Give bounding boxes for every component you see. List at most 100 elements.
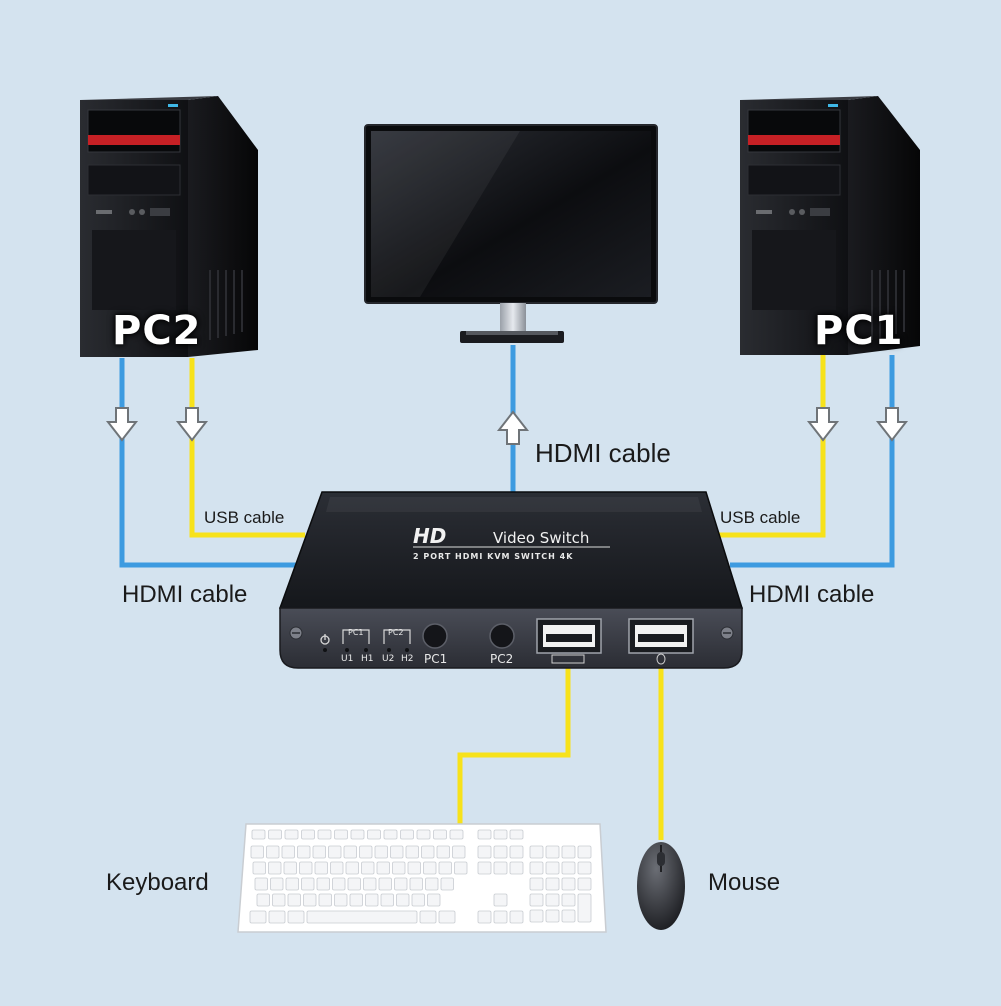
keyboard-key (359, 845, 373, 859)
keyboard-key (334, 829, 348, 840)
pc2-select-button[interactable] (489, 623, 515, 649)
keyboard (237, 823, 607, 933)
keyboard-key (367, 829, 381, 840)
keyboard-key (545, 893, 560, 907)
keyboard-key (376, 861, 390, 875)
keyboard-key (283, 861, 297, 875)
button-label-pc1: PC1 (424, 652, 447, 666)
arrow-up-icon (496, 410, 530, 445)
led-label-h2: H2 (401, 654, 414, 664)
keyboard-key (509, 845, 524, 859)
keyboard-key (316, 877, 330, 891)
keyboard-key (330, 861, 344, 875)
keyboard-key (529, 909, 544, 923)
keyboard-key (392, 861, 406, 875)
arrow-down-icon (806, 407, 840, 442)
button-label-pc2: PC2 (490, 652, 513, 666)
hdmi-cable-right-label: HDMI cable (749, 581, 875, 608)
switch-brand-hd: HD (413, 524, 446, 548)
switch-brand-title: Video Switch (493, 529, 589, 547)
keyboard-key (436, 845, 450, 859)
keyboard-key (281, 845, 295, 859)
keyboard-key (438, 910, 456, 924)
led-group-label-pc1: PC1 (348, 628, 364, 637)
keyboard-key (334, 893, 348, 907)
flow-arrows (105, 407, 909, 445)
keyboard-key (270, 877, 284, 891)
usb-cable-keyboard (457, 668, 571, 828)
keyboard-key (266, 845, 280, 859)
keyboard-key (345, 861, 359, 875)
keyboard-key (301, 877, 315, 891)
keyboard-key (284, 829, 299, 840)
keyboard-key (303, 893, 317, 907)
keyboard-key (561, 845, 576, 859)
keyboard-key (287, 893, 301, 907)
keyboard-key (421, 845, 435, 859)
keyboard-key (493, 893, 508, 907)
keyboard-key (425, 877, 439, 891)
keyboard-key (374, 845, 388, 859)
keyboard-key (396, 893, 410, 907)
pc1-label: PC1 (814, 308, 904, 354)
keyboard-key (400, 829, 414, 840)
monitor (364, 124, 658, 343)
switch-subtitle: 2 PORT HDMI KVM SWITCH 4K (413, 552, 573, 561)
keyboard-key (477, 861, 492, 875)
keyboard-key (427, 893, 441, 907)
keyboard-key (251, 829, 266, 840)
hdmi-cable-left-label: HDMI cable (122, 581, 248, 608)
mouse-icon (656, 653, 666, 665)
keyboard-key (493, 845, 508, 859)
keyboard-key (249, 910, 267, 924)
keyboard-key (318, 893, 332, 907)
pc1-select-button[interactable] (422, 623, 448, 649)
usb-cable-left-label: USB cable (204, 508, 285, 527)
led-group-label-pc2: PC2 (388, 628, 404, 637)
keyboard-key (477, 845, 492, 859)
computer-tower-pc2 (80, 96, 258, 357)
usb-port-keyboard[interactable] (536, 618, 602, 664)
usb-cable-right-label: USB cable (720, 508, 801, 527)
keyboard-key (493, 861, 508, 875)
keyboard-key (365, 893, 379, 907)
keyboard-key (272, 893, 286, 907)
keyboard-key (254, 877, 268, 891)
keyboard-key (250, 845, 264, 859)
keyboard-key (350, 829, 365, 840)
arrow-down-icon (175, 407, 209, 442)
keyboard-key (317, 829, 332, 840)
keyboard-key (343, 845, 357, 859)
keyboard-key (577, 845, 592, 859)
keyboard-key (509, 861, 524, 875)
keyboard-key (252, 861, 266, 875)
keyboard-key (256, 893, 270, 907)
hdmi-cable-monitor-label: HDMI cable (535, 438, 671, 468)
keyboard-key (312, 845, 326, 859)
keyboard-key (363, 877, 377, 891)
keyboard-key (545, 845, 560, 859)
keyboard-key (440, 877, 454, 891)
keyboard-key (529, 845, 544, 859)
keyboard-key (452, 845, 466, 859)
keyboard-key (332, 877, 346, 891)
keyboard-key (561, 909, 576, 923)
led-label-u1: U1 (341, 654, 353, 664)
keyboard-key (529, 861, 544, 875)
keyboard-key (438, 861, 452, 875)
keyboard-key (409, 877, 423, 891)
mouse-label: Mouse (708, 869, 781, 896)
keyboard-key (545, 877, 560, 891)
keyboard-key (509, 829, 524, 840)
keyboard-key (328, 845, 342, 859)
keyboard-key (493, 910, 508, 924)
keyboard-key (454, 861, 468, 875)
keyboard-key (577, 877, 592, 891)
keyboard-icon (551, 654, 585, 664)
arrow-down-icon (875, 407, 909, 442)
keyboard-key (577, 893, 592, 923)
usb-port-mouse[interactable] (628, 618, 694, 665)
keyboard-key (411, 893, 425, 907)
